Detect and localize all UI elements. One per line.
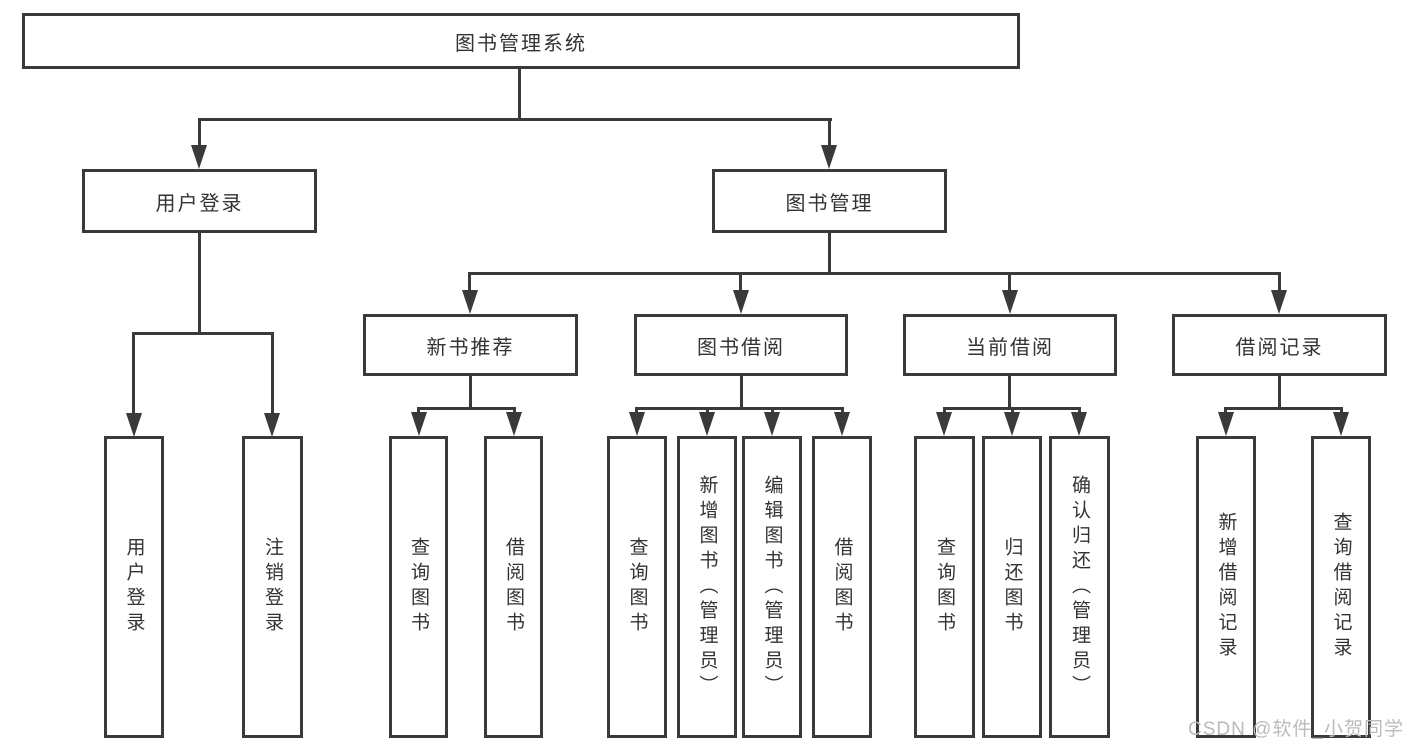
node-book-borrow: 图书借阅 xyxy=(634,314,848,376)
arrow-to-leaf-return-books xyxy=(1004,412,1020,436)
connector-book-borrow-bar xyxy=(635,407,844,410)
arrow-to-leaf-query-books-3 xyxy=(936,412,952,436)
node-user-login-label: 用户登录 xyxy=(155,192,244,215)
node-book-management-label: 图书管理 xyxy=(785,192,874,215)
arrow-to-borrow-records xyxy=(1271,290,1287,314)
node-book-management: 图书管理 xyxy=(712,169,947,233)
arrow-to-leaf-borrow-books-1 xyxy=(506,412,522,436)
arrow-to-leaf-logout xyxy=(264,413,280,437)
connector-book-management-stem xyxy=(828,118,831,148)
node-library-management-system: 图书管理系统 xyxy=(22,13,1020,69)
arrow-to-book-borrow xyxy=(733,290,749,314)
arrow-to-leaf-query-books-2 xyxy=(629,412,645,436)
leaf-return-books-label: 归还图书 xyxy=(1001,537,1023,637)
arrow-to-book-management xyxy=(821,145,837,169)
node-new-book-recommend-label: 新书推荐 xyxy=(426,336,515,359)
connector-user-login-down xyxy=(198,233,201,335)
node-borrow-records: 借阅记录 xyxy=(1172,314,1387,376)
arrow-to-current-borrow xyxy=(1002,290,1018,314)
leaf-query-borrow-record: 查询借阅记录 xyxy=(1311,436,1371,738)
connector-borrow-records-stem xyxy=(1278,272,1281,292)
leaf-query-books-2-label: 查询图书 xyxy=(626,537,648,637)
leaf-user-login: 用户登录 xyxy=(104,436,164,738)
node-library-management-system-label: 图书管理系统 xyxy=(455,32,587,55)
arrow-to-new-book-recommend xyxy=(462,290,478,314)
connector-new-book-recommend-down xyxy=(469,376,472,410)
connector-new-book-recommend-bar xyxy=(417,407,516,410)
leaf-query-books-3: 查询图书 xyxy=(914,436,975,738)
leaf-return-books: 归还图书 xyxy=(982,436,1042,738)
connector-borrow-records-bar xyxy=(1224,407,1343,410)
leaf-query-books-1: 查询图书 xyxy=(389,436,448,738)
leaf-logout-login-label: 注销登录 xyxy=(262,537,283,637)
leaf-query-books-1-label: 查询图书 xyxy=(408,537,429,637)
leaf-edit-books-admin-label: 编辑图书（管理员） xyxy=(761,474,783,700)
leaf-borrow-books-2: 借阅图书 xyxy=(812,436,872,738)
connector-leaf-user-login-stem xyxy=(132,332,135,416)
arrow-to-user-login xyxy=(191,145,207,169)
leaf-query-borrow-record-label: 查询借阅记录 xyxy=(1330,512,1352,662)
arrow-to-leaf-user-login xyxy=(126,413,142,437)
arrow-to-leaf-borrow-books-2 xyxy=(834,412,850,436)
leaf-logout-login: 注销登录 xyxy=(242,436,303,738)
arrow-to-leaf-add-borrow-record xyxy=(1218,412,1234,436)
leaf-query-books-2: 查询图书 xyxy=(607,436,667,738)
leaf-borrow-books-1-label: 借阅图书 xyxy=(503,537,524,637)
connector-book-management-down xyxy=(828,233,831,275)
arrow-to-leaf-edit-books xyxy=(764,412,780,436)
leaf-add-books-admin: 新增图书（管理员） xyxy=(677,436,737,738)
connector-book-management-bar xyxy=(468,272,1281,275)
arrow-to-leaf-query-books-1 xyxy=(411,412,427,436)
connector-new-book-recommend-stem xyxy=(468,272,471,292)
connector-current-borrow-stem xyxy=(1008,272,1011,292)
connector-current-borrow-down xyxy=(1008,376,1011,410)
leaf-add-books-admin-label: 新增图书（管理员） xyxy=(696,474,718,700)
connector-user-login-stem xyxy=(198,118,201,148)
connector-root-bar xyxy=(198,118,832,121)
node-book-borrow-label: 图书借阅 xyxy=(697,336,785,359)
connector-leaf-logout-stem xyxy=(271,332,274,416)
node-new-book-recommend: 新书推荐 xyxy=(363,314,578,376)
connector-borrow-records-down xyxy=(1278,376,1281,410)
node-current-borrow-label: 当前借阅 xyxy=(966,336,1054,359)
node-user-login: 用户登录 xyxy=(82,169,317,233)
arrow-to-leaf-add-books xyxy=(699,412,715,436)
node-current-borrow: 当前借阅 xyxy=(903,314,1117,376)
leaf-user-login-label: 用户登录 xyxy=(123,537,145,637)
arrow-to-leaf-confirm-return xyxy=(1071,412,1087,436)
leaf-borrow-books-2-label: 借阅图书 xyxy=(831,537,853,637)
csdn-watermark: CSDN @软件_小贺同学 xyxy=(1188,719,1404,740)
connector-book-borrow-down xyxy=(740,376,743,410)
leaf-add-borrow-record: 新增借阅记录 xyxy=(1196,436,1256,738)
connector-book-borrow-stem xyxy=(739,272,742,292)
arrow-to-leaf-query-borrow-record xyxy=(1333,412,1349,436)
connector-root-stem xyxy=(518,69,521,121)
leaf-edit-books-admin: 编辑图书（管理员） xyxy=(742,436,802,738)
connector-user-login-bar xyxy=(132,332,274,335)
leaf-confirm-return-admin-label: 确认归还（管理员） xyxy=(1069,474,1090,700)
leaf-borrow-books-1: 借阅图书 xyxy=(484,436,543,738)
leaf-confirm-return-admin: 确认归还（管理员） xyxy=(1049,436,1110,738)
node-borrow-records-label: 借阅记录 xyxy=(1235,336,1324,359)
leaf-query-books-3-label: 查询图书 xyxy=(934,537,955,637)
leaf-add-borrow-record-label: 新增借阅记录 xyxy=(1215,512,1237,662)
